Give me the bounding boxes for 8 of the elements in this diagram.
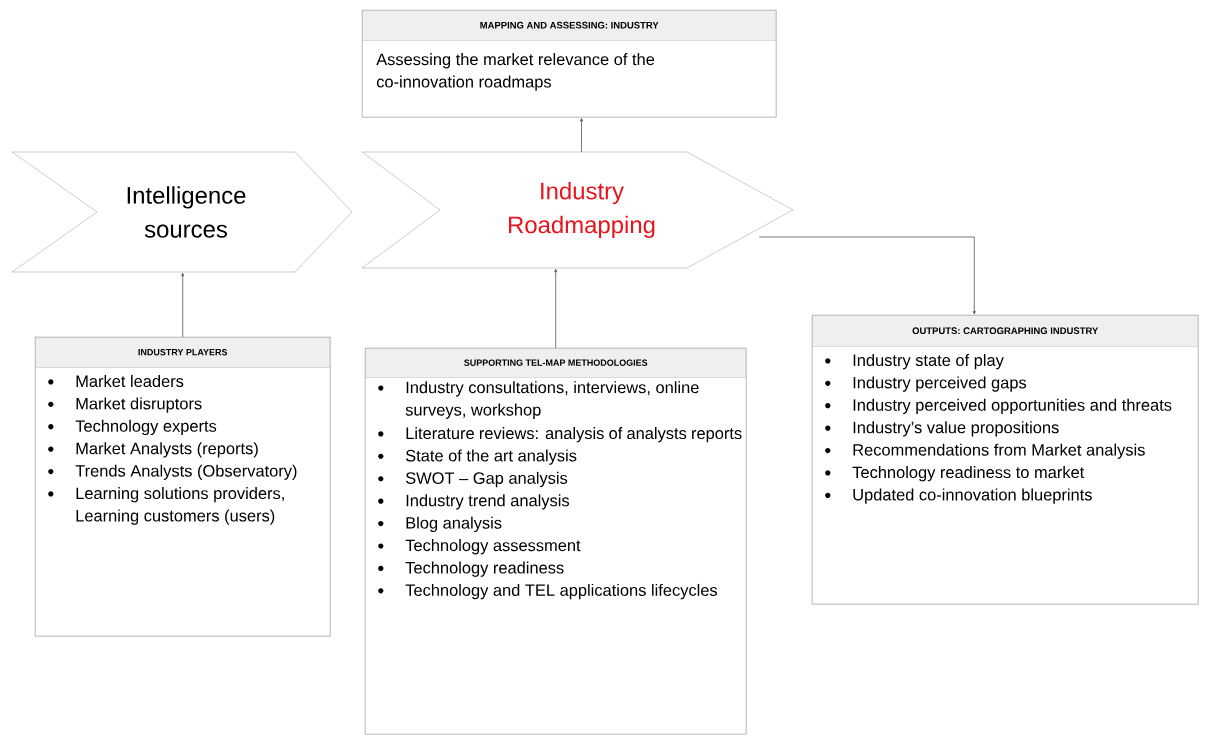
arrow bbox=[758, 236, 976, 315]
arrow bbox=[181, 272, 185, 338]
titled-box: SUPPORTING TEL-MAP METHODOLOGIES Industry consultations, interviews, online surveys, workshop Literature reviews: analysis of analysts reports State of the art analysis SWOT – Gap analysis Industry trend analysis Blog analysis Technology assessment Technology readiness Technology and TEL applications lifecycles bbox=[365, 348, 747, 735]
titled-box: INDUSTRY PLAYERS Market leaders Market disruptors Technology experts Market Analysts (reports) Trends Analysts (Observatory) Learning solutions providers, Learning customers (users) bbox=[35, 337, 331, 637]
arrow bbox=[554, 268, 558, 349]
titled-box: MAPPING AND ASSESSING: INDUSTRY Assessing the market relevance of the co-innovation roadmaps bbox=[362, 10, 777, 118]
titled-box: OUTPUTS: CARTOGRAPHING INDUSTRY Industry state of play Industry perceived gaps Industry perceived opportunities and threats Industry’s value propositions Recommendations from Market analysis Technology readiness to market Updated co-innovation blueprints bbox=[812, 315, 1199, 605]
arrow bbox=[580, 118, 583, 153]
